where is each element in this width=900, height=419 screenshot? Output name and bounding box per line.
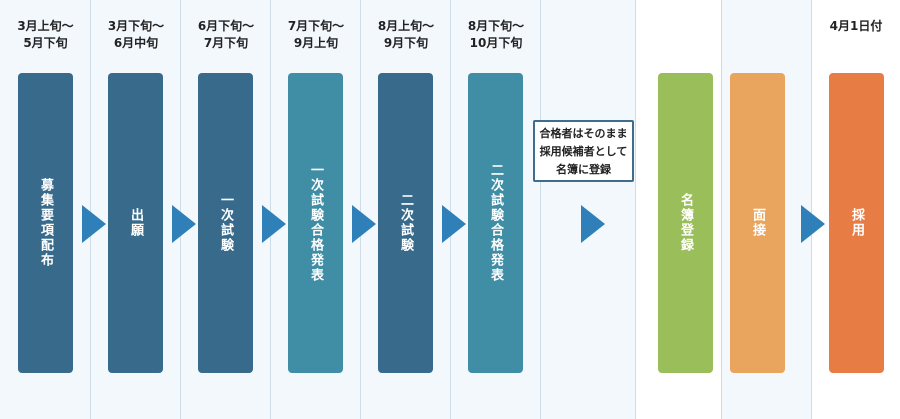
register-note: 合格者はそのまま 採用候補者として 名簿に登録 bbox=[533, 120, 634, 182]
step-hire-label: 採用 bbox=[849, 208, 864, 238]
step-recruit-box: 募集要項配布 bbox=[18, 73, 73, 373]
step-date-second-exam: 8月上旬～ 9月下旬 bbox=[377, 19, 435, 50]
step-date-first-result: 7月下旬～ 9月上旬 bbox=[287, 19, 345, 50]
step-interview-box: 面接 bbox=[730, 73, 785, 373]
step-interview-label: 面接 bbox=[750, 208, 765, 238]
step-apply-box: 出願 bbox=[108, 73, 163, 373]
step-date-second-result: 8月下旬～ 10月下旬 bbox=[467, 19, 525, 50]
arrow-right-icon bbox=[581, 205, 605, 243]
step-hire-box: 採用 bbox=[829, 73, 884, 373]
step-register-label: 名簿登録 bbox=[678, 193, 693, 253]
column-bg-8 bbox=[636, 0, 722, 419]
arrow-right-icon bbox=[82, 205, 106, 243]
step-first-exam-label: 一次試験 bbox=[218, 193, 233, 253]
step-date-hire: 4月1日付 bbox=[829, 19, 883, 33]
step-second-result-label: 二次試験合格発表 bbox=[488, 163, 503, 283]
step-first-result-box: 一次試験合格発表 bbox=[288, 73, 343, 373]
step-date-recruit: 3月上旬～ 5月下旬 bbox=[17, 19, 74, 50]
arrow-right-icon bbox=[442, 205, 466, 243]
step-first-exam-box: 一次試験 bbox=[198, 73, 253, 373]
step-date-first-exam: 6月下旬～ 7月下旬 bbox=[197, 19, 255, 50]
step-date-apply: 3月下旬～ 6月中旬 bbox=[107, 19, 165, 50]
step-apply-label: 出願 bbox=[128, 208, 143, 238]
arrow-right-icon bbox=[262, 205, 286, 243]
step-second-result-box: 二次試験合格発表 bbox=[468, 73, 523, 373]
arrow-right-icon bbox=[801, 205, 825, 243]
step-second-exam-label: 二次試験 bbox=[398, 193, 413, 253]
arrow-right-icon bbox=[172, 205, 196, 243]
step-second-exam-box: 二次試験 bbox=[378, 73, 433, 373]
step-recruit-label: 募集要項配布 bbox=[38, 178, 53, 268]
step-register-box: 名簿登録 bbox=[658, 73, 713, 373]
step-first-result-label: 一次試験合格発表 bbox=[308, 163, 323, 283]
arrow-right-icon bbox=[352, 205, 376, 243]
